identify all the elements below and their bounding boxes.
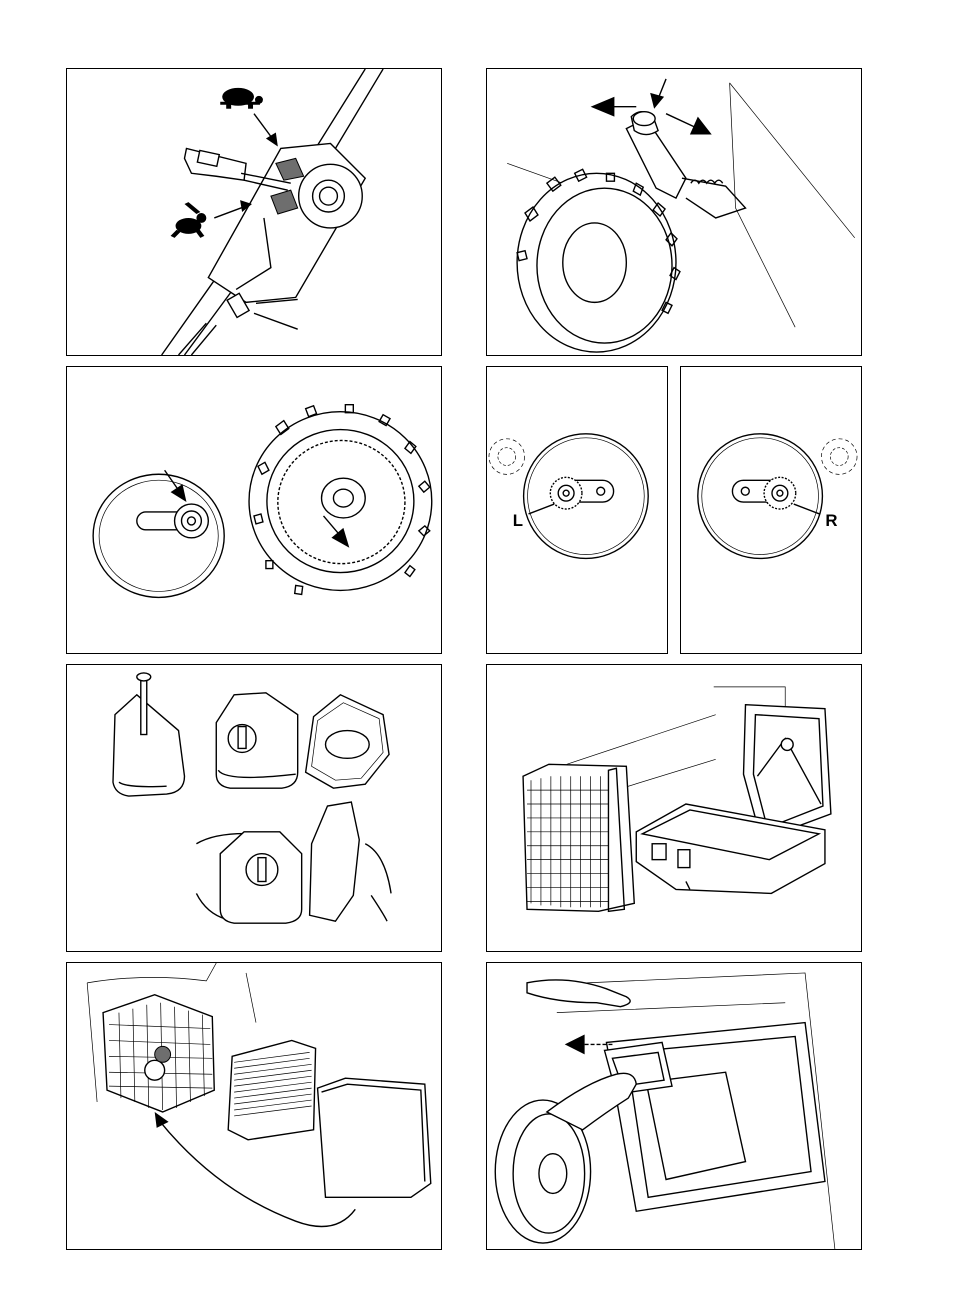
turtle-icon <box>220 88 263 109</box>
figure-gear-left: L <box>486 366 668 654</box>
label-R: R <box>825 511 837 530</box>
label-L: L <box>513 511 523 530</box>
rabbit-icon <box>171 202 207 238</box>
figure-gear-right: R <box>680 366 862 654</box>
figure-wheel-gear <box>66 366 442 654</box>
figure-speed-control <box>66 68 442 356</box>
figure-air-filter-assembly <box>66 962 442 1250</box>
figure-air-filter-housing <box>486 664 862 952</box>
figure-wheel-height-lever <box>486 68 862 356</box>
figure-grass-bag-removal <box>486 962 862 1250</box>
figure-air-filter-cover <box>66 664 442 952</box>
